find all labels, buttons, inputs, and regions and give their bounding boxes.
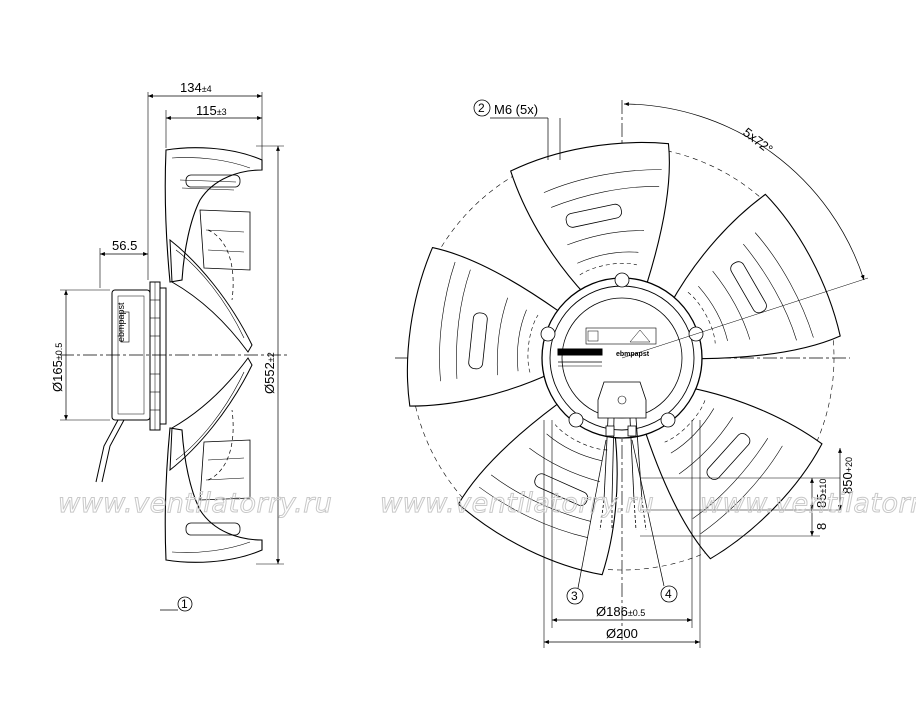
fan-blade bbox=[457, 403, 618, 576]
callout-3-circle bbox=[566, 587, 584, 605]
watermark-2: www.ventilatorry.ru bbox=[380, 488, 654, 519]
label-plate bbox=[585, 327, 657, 345]
fan-blade bbox=[510, 141, 670, 297]
callout-1-circle bbox=[177, 596, 193, 612]
side-blade-mid-low bbox=[169, 357, 253, 472]
dim-552-text: Ø552±2 bbox=[262, 352, 277, 394]
side-view bbox=[60, 92, 290, 612]
connector-bar bbox=[557, 348, 603, 356]
side-blade-mid bbox=[169, 238, 253, 353]
dim-85-text: 85±10 bbox=[814, 479, 829, 508]
thread-label: M6 (5x) bbox=[494, 102, 538, 117]
callout-2-text: 2 bbox=[478, 101, 485, 115]
side-brand-label: ebmpapst bbox=[116, 302, 126, 342]
dim-165-text: Ø165±0.5 bbox=[50, 343, 65, 392]
fan-blade bbox=[406, 246, 560, 407]
angle-arc bbox=[623, 102, 865, 281]
callout-3-text: 3 bbox=[571, 589, 578, 603]
watermark-3: www.ventilatorry.ru bbox=[700, 488, 916, 519]
callout-4-text: 4 bbox=[665, 587, 672, 601]
dim-8-text: 8 bbox=[814, 523, 829, 530]
side-blade-top bbox=[164, 147, 263, 283]
dim-115-text: 115±3 bbox=[196, 103, 227, 118]
callout-2-circle bbox=[473, 99, 491, 117]
dim-56-5-text: 56.5 bbox=[112, 238, 137, 253]
callout-4-circle bbox=[660, 585, 678, 603]
terminal-box bbox=[597, 381, 647, 419]
dim-134-text: 134±4 bbox=[180, 80, 212, 95]
front-view bbox=[395, 99, 869, 648]
dim-186-text: Ø186±0.5 bbox=[596, 604, 645, 619]
blade-tip-circle bbox=[409, 145, 835, 571]
watermark-1: www.ventilatorry.ru bbox=[58, 488, 332, 519]
fan-blade bbox=[645, 386, 823, 560]
side-cable bbox=[95, 419, 125, 483]
callout-1-text: 1 bbox=[181, 597, 188, 611]
dim-850-text: 850+20 bbox=[840, 457, 855, 494]
front-cable bbox=[599, 417, 647, 531]
dim-200-text: Ø200 bbox=[606, 626, 638, 641]
brand-label: ebmpapst bbox=[616, 351, 650, 358]
side-blade-bottom bbox=[164, 427, 263, 563]
